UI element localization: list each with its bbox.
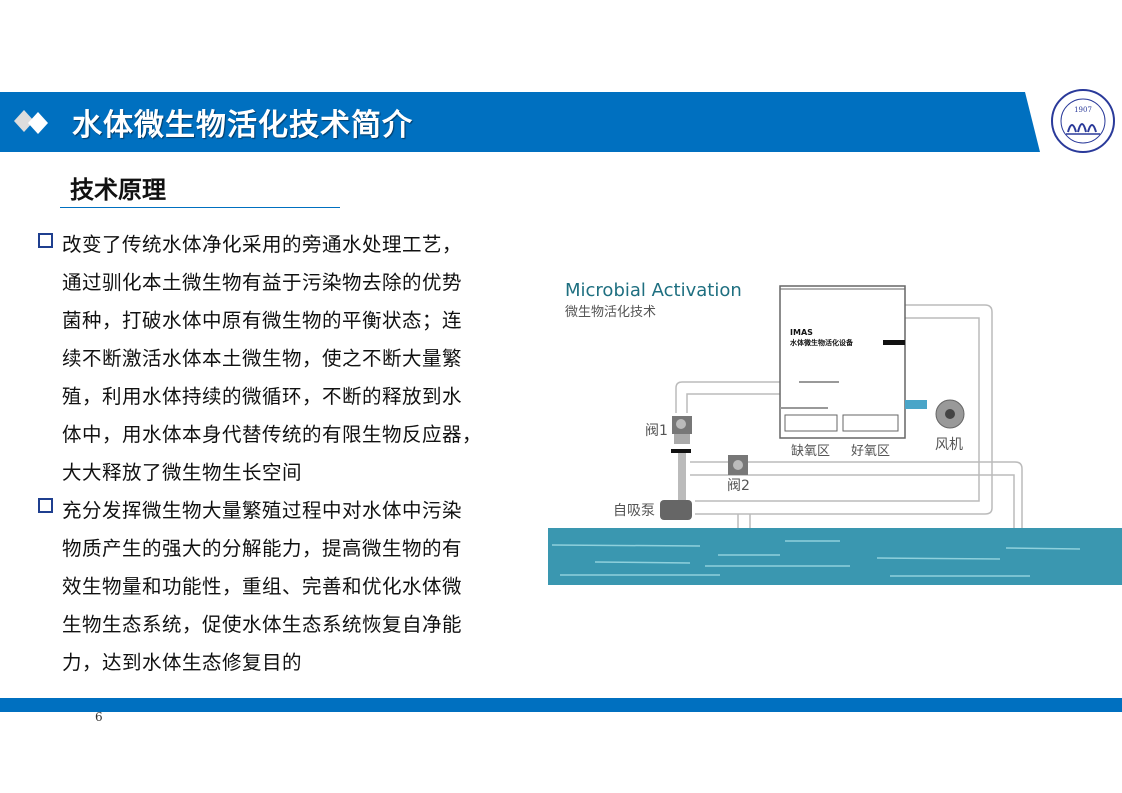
bullet-1-line: 大大释放了微生物生长空间 [62, 461, 303, 484]
pump-icon [660, 500, 692, 520]
header-bar [0, 92, 1040, 152]
bullet-icon [38, 233, 53, 248]
bullet-1-line: 殖，利用水体持续的微循环，不断的释放到水 [62, 385, 463, 408]
diagram-title-cn: 微生物活化技术 [565, 305, 657, 320]
page-title: 水体微生物活化技术简介 [72, 108, 413, 143]
water-body [548, 528, 1122, 585]
valve-1-label: 阀1 [645, 423, 668, 439]
bullet-1-line: 菌种，打破水体中原有微生物的平衡状态；连 [62, 309, 463, 332]
diamond-icon [14, 110, 48, 134]
water-ripples [551, 540, 1081, 577]
bullet-2-line: 物质产生的强大的分解能力，提高微生物的有 [62, 537, 463, 560]
section-title: 技术原理 [70, 176, 166, 204]
university-logo: 1907 [1051, 89, 1115, 153]
page-number: 6 [95, 710, 103, 724]
device-box [779, 285, 906, 439]
pipes [675, 304, 1023, 528]
bullet-icon [38, 498, 53, 513]
bullet-1-line: 体中，用水体本身代替传统的有限生物反应器， [62, 423, 483, 446]
diagram-title-en: Microbial Activation [565, 280, 742, 301]
pump-label: 自吸泵 [613, 503, 655, 519]
bullet-2-line: 充分发挥微生物大量繁殖过程中对水体中污染 [62, 499, 463, 522]
bullet-1-line: 续不断激活水体本土微生物，使之不断大量繁 [62, 347, 463, 370]
valve-2-label: 阀2 [727, 478, 750, 494]
bullet-1-line: 改变了传统水体净化采用的旁通水处理工艺， [62, 233, 463, 256]
bullet-1-line: 通过驯化本土微生物有益于污染物去除的优势 [62, 271, 463, 294]
anoxic-zone [784, 414, 838, 432]
device-code: IMAS [790, 328, 813, 337]
aerobic-zone [842, 414, 899, 432]
device-name: 水体微生物活化设备 [790, 339, 853, 347]
footer-bar [0, 698, 1122, 712]
svg-text:1907: 1907 [1074, 106, 1092, 114]
section-underline [60, 207, 340, 208]
aerobic-zone-label: 好氧区 [851, 444, 891, 459]
anoxic-zone-label: 缺氧区 [791, 444, 831, 459]
bullet-2-line: 生物生态系统，促使水体生态系统恢复自净能 [62, 613, 463, 636]
air-pipe [905, 400, 927, 409]
bullet-2-line: 效生物量和功能性，重组、完善和优化水体微 [62, 575, 463, 598]
fan-label: 风机 [935, 437, 963, 453]
bullet-2-line: 力，达到水体生态修复目的 [62, 651, 303, 674]
